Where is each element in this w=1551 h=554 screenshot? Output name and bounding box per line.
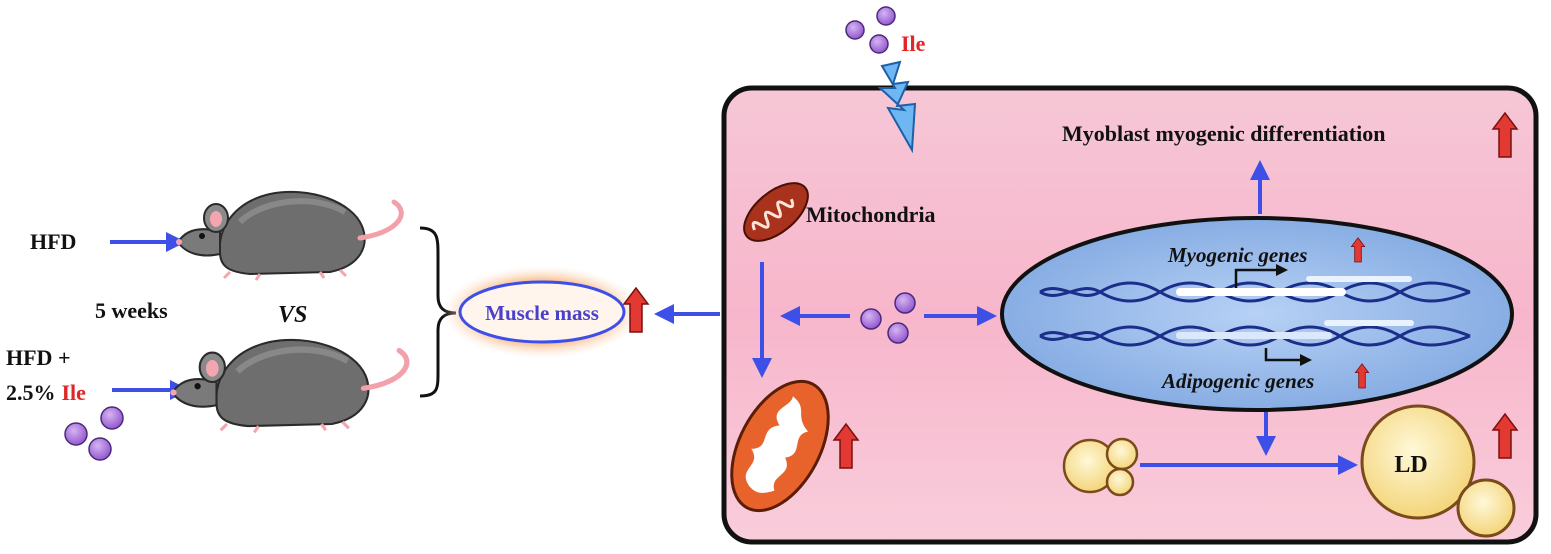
myogenic-promoter-arrow-icon xyxy=(1234,268,1276,288)
amino-acid-cluster-cell-icon xyxy=(860,292,916,344)
dna-strand-lower-icon xyxy=(1039,320,1471,347)
duration-label: 5 weeks xyxy=(95,298,168,323)
dna-strand-upper-icon xyxy=(1039,276,1471,303)
hfd-ile-label-line1: HFD + xyxy=(6,345,70,370)
mitochondrion-large-icon xyxy=(730,379,830,513)
nucleus xyxy=(1000,216,1514,412)
mouse-hfd-ile-icon xyxy=(170,340,407,432)
adipogenic-genes-label: Adipogenic genes xyxy=(1160,369,1314,393)
mouse-hfd-icon xyxy=(176,192,401,280)
lipid-droplet-medium-icon xyxy=(1456,478,1516,538)
lipid-droplet-label: LD xyxy=(1394,452,1427,478)
differentiation-label: Myoblast myogenic differentiation xyxy=(1062,121,1385,146)
vs-label: VS xyxy=(278,302,307,328)
lipid-droplet-large-icon xyxy=(1360,404,1476,520)
adipogenic-promoter-arrow-icon xyxy=(1264,348,1300,362)
muscle-mass-label: Muscle mass xyxy=(485,301,599,325)
lightning-icon xyxy=(877,60,917,154)
amino-acid-cluster-left-icon xyxy=(64,406,124,461)
mitochondrion-small-icon xyxy=(743,182,809,242)
ile-label-top: Ile xyxy=(901,31,926,56)
amino-acid-cluster-top-icon xyxy=(845,6,896,54)
adipogenic-promoter-arrowhead-icon xyxy=(1300,354,1312,366)
muscle-mass-oval xyxy=(458,280,626,344)
hfd-label: HFD xyxy=(30,229,76,254)
myogenic-genes-label: Myogenic genes xyxy=(1167,243,1307,267)
hfd-ile-label-line2: 2.5%Ile xyxy=(6,380,86,405)
myogenic-promoter-arrowhead-icon xyxy=(1276,264,1288,276)
mitochondria-label: Mitochondria xyxy=(806,202,936,227)
small-lipid-droplets-icon xyxy=(1062,437,1139,497)
